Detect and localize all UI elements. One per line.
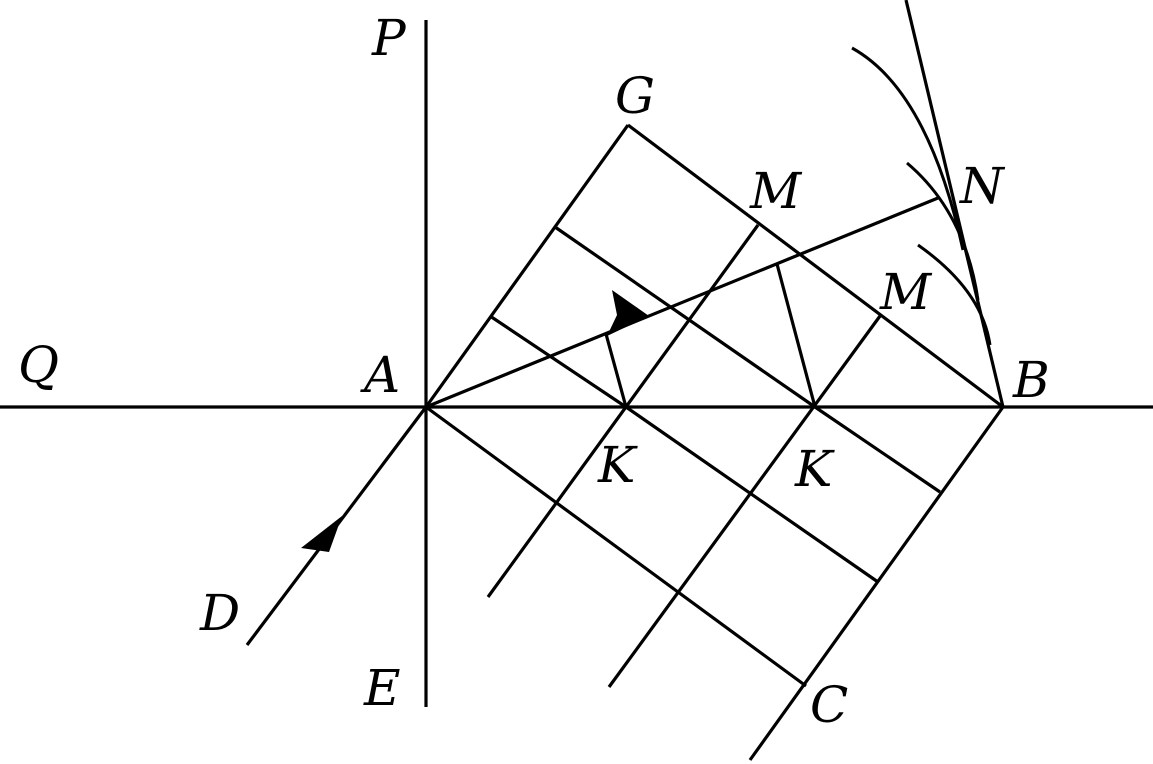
wavefront-line-2	[554, 225, 816, 409]
label-q: Q	[18, 336, 59, 394]
label-c: C	[810, 676, 848, 734]
label-g: G	[615, 67, 655, 125]
arrow-on-refracted-ray	[607, 290, 649, 336]
label-d: D	[199, 584, 240, 642]
label-a: A	[360, 346, 400, 404]
wavelet-arc-large	[851, 46, 965, 251]
ray-line-mk-2	[607, 315, 882, 688]
label-m-2: M	[879, 263, 933, 321]
edge-ag	[424, 124, 630, 408]
label-n: N	[959, 157, 1006, 215]
label-k-2: K	[794, 440, 835, 498]
refracted-ray-an	[425, 196, 939, 409]
radius-k1	[604, 333, 628, 408]
wavelet-arc-small	[917, 243, 992, 346]
arrow-on-incident-ray	[301, 516, 342, 552]
label-p: P	[371, 9, 407, 67]
label-k-1: K	[597, 436, 638, 494]
ray-line-mk-1	[486, 224, 760, 598]
wavefront-line-5	[625, 405, 879, 584]
refracted-wavefront-tangent	[904, 0, 1005, 408]
wavefront-line-ac	[425, 405, 807, 688]
wavelet-arc-medium	[906, 161, 980, 301]
label-m-1: M	[749, 162, 803, 220]
label-b: B	[1012, 351, 1050, 409]
label-e: E	[363, 659, 401, 717]
ray-line-bc	[748, 406, 1005, 761]
wavefront-line-6	[814, 405, 941, 494]
radius-k2	[775, 263, 817, 408]
wavefront-gb	[627, 123, 1004, 409]
wavefront-line-3	[489, 314, 627, 409]
